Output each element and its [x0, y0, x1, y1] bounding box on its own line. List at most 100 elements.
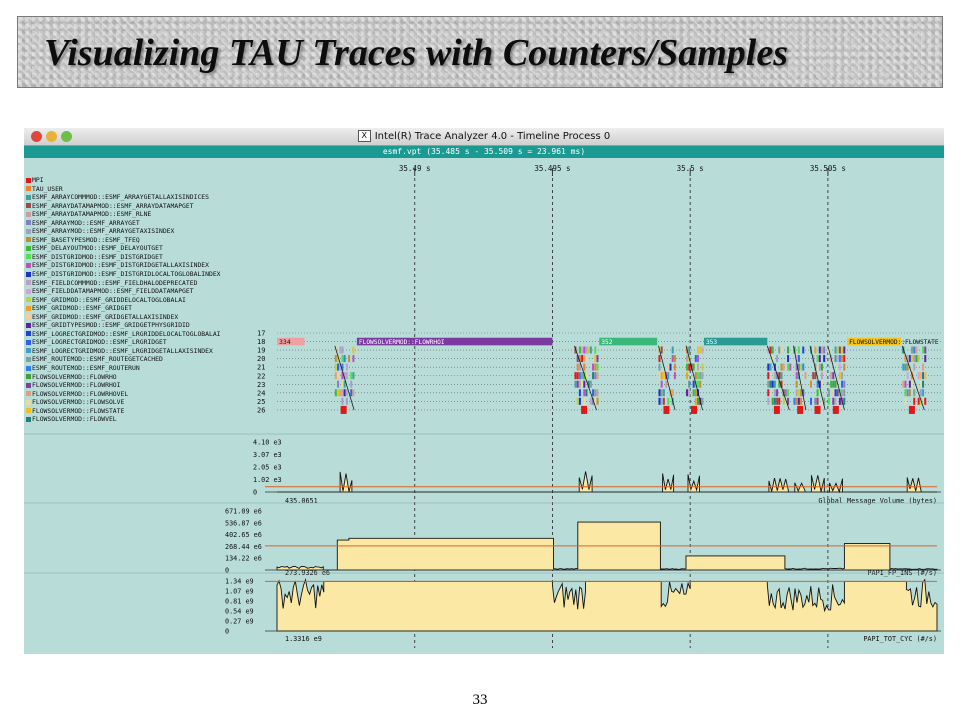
mpi-event[interactable]	[773, 405, 780, 414]
trace-event[interactable]	[596, 397, 599, 405]
trace-event[interactable]	[836, 346, 839, 354]
trace-event[interactable]	[578, 346, 581, 354]
trace-event[interactable]	[667, 372, 670, 380]
trace-event[interactable]	[773, 389, 776, 397]
trace-event[interactable]	[902, 346, 905, 354]
trace-event[interactable]	[583, 372, 586, 380]
trace-event[interactable]	[658, 389, 661, 397]
trace-event[interactable]	[694, 397, 697, 405]
trace-event[interactable]	[686, 355, 689, 363]
trace-event[interactable]	[802, 363, 805, 371]
trace-event[interactable]	[578, 389, 581, 397]
trace-event[interactable]	[574, 372, 577, 380]
trace-event[interactable]	[789, 363, 792, 371]
trace-event[interactable]	[589, 346, 592, 354]
trace-event[interactable]	[585, 372, 588, 380]
trace-event[interactable]	[834, 389, 837, 397]
trace-event[interactable]	[337, 355, 340, 363]
trace-event[interactable]	[583, 355, 586, 363]
trace-event[interactable]	[902, 363, 905, 371]
trace-event[interactable]	[576, 397, 579, 405]
trace-event[interactable]	[795, 355, 798, 363]
trace-event[interactable]	[341, 380, 344, 388]
trace-event[interactable]	[904, 389, 907, 397]
trace-event[interactable]	[660, 372, 663, 380]
legend-item[interactable]: FLOWSOLVERMOD::FLOWVEL	[26, 415, 221, 424]
trace-event[interactable]	[843, 363, 846, 371]
trace-event[interactable]	[767, 397, 770, 405]
trace-event[interactable]	[818, 380, 821, 388]
trace-event[interactable]	[922, 363, 925, 371]
trace-event[interactable]	[787, 389, 790, 397]
trace-event[interactable]	[919, 389, 922, 397]
trace-event[interactable]	[793, 397, 796, 405]
trace-event[interactable]	[814, 346, 817, 354]
trace-event[interactable]	[341, 397, 344, 405]
trace-event[interactable]	[776, 372, 779, 380]
trace-event[interactable]	[919, 397, 922, 405]
trace-event[interactable]	[583, 389, 586, 397]
trace-event[interactable]	[576, 372, 579, 380]
flowstate-bar[interactable]	[847, 337, 901, 346]
legend-item[interactable]: ESMF_ARRAYMOD::ESMF_ARRAYGETAXISINDEX	[26, 227, 221, 236]
trace-event[interactable]	[660, 389, 663, 397]
trace-event[interactable]	[800, 363, 803, 371]
bar-352[interactable]	[599, 337, 658, 346]
trace-event[interactable]	[345, 389, 348, 397]
trace-event[interactable]	[771, 355, 774, 363]
trace-event[interactable]	[697, 372, 700, 380]
trace-event[interactable]	[594, 363, 597, 371]
trace-event[interactable]	[809, 380, 812, 388]
trace-event[interactable]	[773, 397, 776, 405]
trace-event[interactable]	[348, 355, 351, 363]
trace-event[interactable]	[787, 355, 790, 363]
minimize-window-icon[interactable]	[46, 131, 57, 142]
trace-event[interactable]	[660, 346, 663, 354]
trace-event[interactable]	[697, 380, 700, 388]
mpi-event[interactable]	[814, 405, 821, 414]
trace-event[interactable]	[816, 389, 819, 397]
legend-item[interactable]: ESMF_LOGRECTGRIDMOD::ESMF_LRGRIDDELOCALT…	[26, 330, 221, 339]
trace-event[interactable]	[841, 355, 844, 363]
trace-event[interactable]	[587, 346, 590, 354]
trace-event[interactable]	[836, 389, 839, 397]
legend-item[interactable]: ESMF_GRIDMOD::ESMF_GRIDDELOCALTOGLOBALAI	[26, 296, 221, 305]
trace-event[interactable]	[671, 389, 674, 397]
trace-event[interactable]	[578, 397, 581, 405]
trace-event[interactable]	[913, 363, 916, 371]
trace-event[interactable]	[843, 380, 846, 388]
trace-event[interactable]	[339, 346, 342, 354]
trace-event[interactable]	[339, 363, 342, 371]
trace-event[interactable]	[823, 346, 826, 354]
legend-item[interactable]: ESMF_DISTGRIDMOD::ESMF_DISTGRIDGETALLAXI…	[26, 261, 221, 270]
trace-event[interactable]	[589, 380, 592, 388]
trace-event[interactable]	[809, 397, 812, 405]
legend-item[interactable]: ESMF_LOGRECTGRIDMOD::ESMF_LRGRIDGET	[26, 338, 221, 347]
trace-event[interactable]	[662, 397, 665, 405]
trace-event[interactable]	[816, 355, 819, 363]
trace-event[interactable]	[334, 389, 337, 397]
trace-event[interactable]	[592, 389, 595, 397]
trace-event[interactable]	[767, 372, 770, 380]
trace-event[interactable]	[906, 363, 909, 371]
trace-event[interactable]	[350, 389, 353, 397]
trace-event[interactable]	[697, 397, 700, 405]
trace-event[interactable]	[919, 380, 922, 388]
trace-event[interactable]	[830, 380, 833, 388]
trace-event[interactable]	[780, 346, 783, 354]
trace-event[interactable]	[838, 372, 841, 380]
trace-event[interactable]	[658, 363, 661, 371]
trace-event[interactable]	[838, 363, 841, 371]
trace-event[interactable]	[908, 355, 911, 363]
trace-event[interactable]	[578, 380, 581, 388]
legend-item[interactable]: MPI	[26, 176, 221, 185]
trace-event[interactable]	[924, 397, 927, 405]
legend-item[interactable]: ESMF_ROUTEMOD::ESMF_ROUTERUN	[26, 364, 221, 373]
legend-item[interactable]: ESMF_ARRAYDATAMAPMOD::ESMF_RLNE	[26, 210, 221, 219]
trace-event[interactable]	[800, 389, 803, 397]
trace-event[interactable]	[345, 397, 348, 405]
trace-event[interactable]	[337, 380, 340, 388]
trace-event[interactable]	[592, 372, 595, 380]
trace-event[interactable]	[583, 380, 586, 388]
trace-event[interactable]	[782, 363, 785, 371]
